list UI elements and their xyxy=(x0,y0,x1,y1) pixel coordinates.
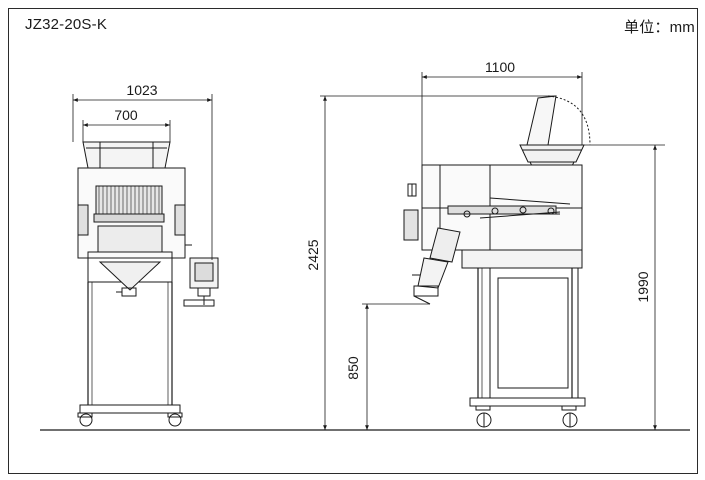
dim-width-hopper: 700 xyxy=(114,107,138,123)
model-number: JZ32-20S-K xyxy=(25,16,108,33)
side-dimensions xyxy=(320,72,665,430)
front-top-hopper xyxy=(82,141,171,169)
front-discharge-chute xyxy=(98,261,162,291)
side-hood-cover xyxy=(526,95,557,146)
front-collection-bin xyxy=(97,225,163,253)
dim-width-overall: 1023 xyxy=(126,82,157,98)
dim-depth: 1100 xyxy=(485,59,515,75)
front-view xyxy=(77,141,219,427)
dim-height-overall: 2425 xyxy=(305,239,321,270)
side-discharge-chute xyxy=(429,227,461,263)
side-motor-box xyxy=(403,209,419,241)
drawing-frame xyxy=(8,8,698,474)
front-dimensions xyxy=(72,94,213,260)
dim-height-hopper: 1990 xyxy=(635,271,651,302)
side-lower-cabinet xyxy=(489,267,579,399)
dim-height-discharge: 850 xyxy=(345,356,361,380)
side-top-hopper xyxy=(519,144,585,163)
front-weighing-ring xyxy=(95,185,163,215)
side-view xyxy=(403,95,591,428)
unit-label: 单位：mm xyxy=(624,19,695,36)
